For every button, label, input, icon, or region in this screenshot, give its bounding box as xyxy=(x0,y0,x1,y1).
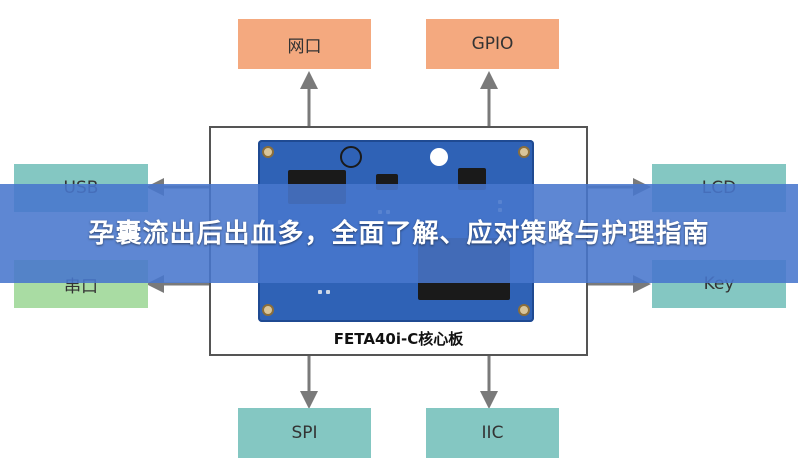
pcb-pad xyxy=(318,290,322,294)
mount-hole xyxy=(262,304,274,316)
pcb-pad xyxy=(326,290,330,294)
mount-hole xyxy=(518,304,530,316)
arrow-logo-icon xyxy=(430,148,448,166)
mount-hole xyxy=(518,146,530,158)
interface-label-gpio: GPIO xyxy=(471,34,514,54)
interface-label-spi: SPI xyxy=(291,423,318,443)
interface-label-iic: IIC xyxy=(481,423,504,443)
interface-label-net: 网口 xyxy=(287,36,322,57)
interface-box-net: 网口 xyxy=(238,19,371,69)
title-banner: 孕囊流出后出血多，全面了解、应对策略与护理指南 xyxy=(0,184,798,283)
certification-mark-icon xyxy=(340,146,362,168)
board-caption: FETA40i-C核心板 xyxy=(333,330,464,348)
interface-box-spi: SPI xyxy=(238,408,371,458)
interface-box-gpio: GPIO xyxy=(426,19,559,69)
mount-hole xyxy=(262,146,274,158)
interface-box-iic: IIC xyxy=(426,408,559,458)
banner-title: 孕囊流出后出血多，全面了解、应对策略与护理指南 xyxy=(88,218,710,249)
